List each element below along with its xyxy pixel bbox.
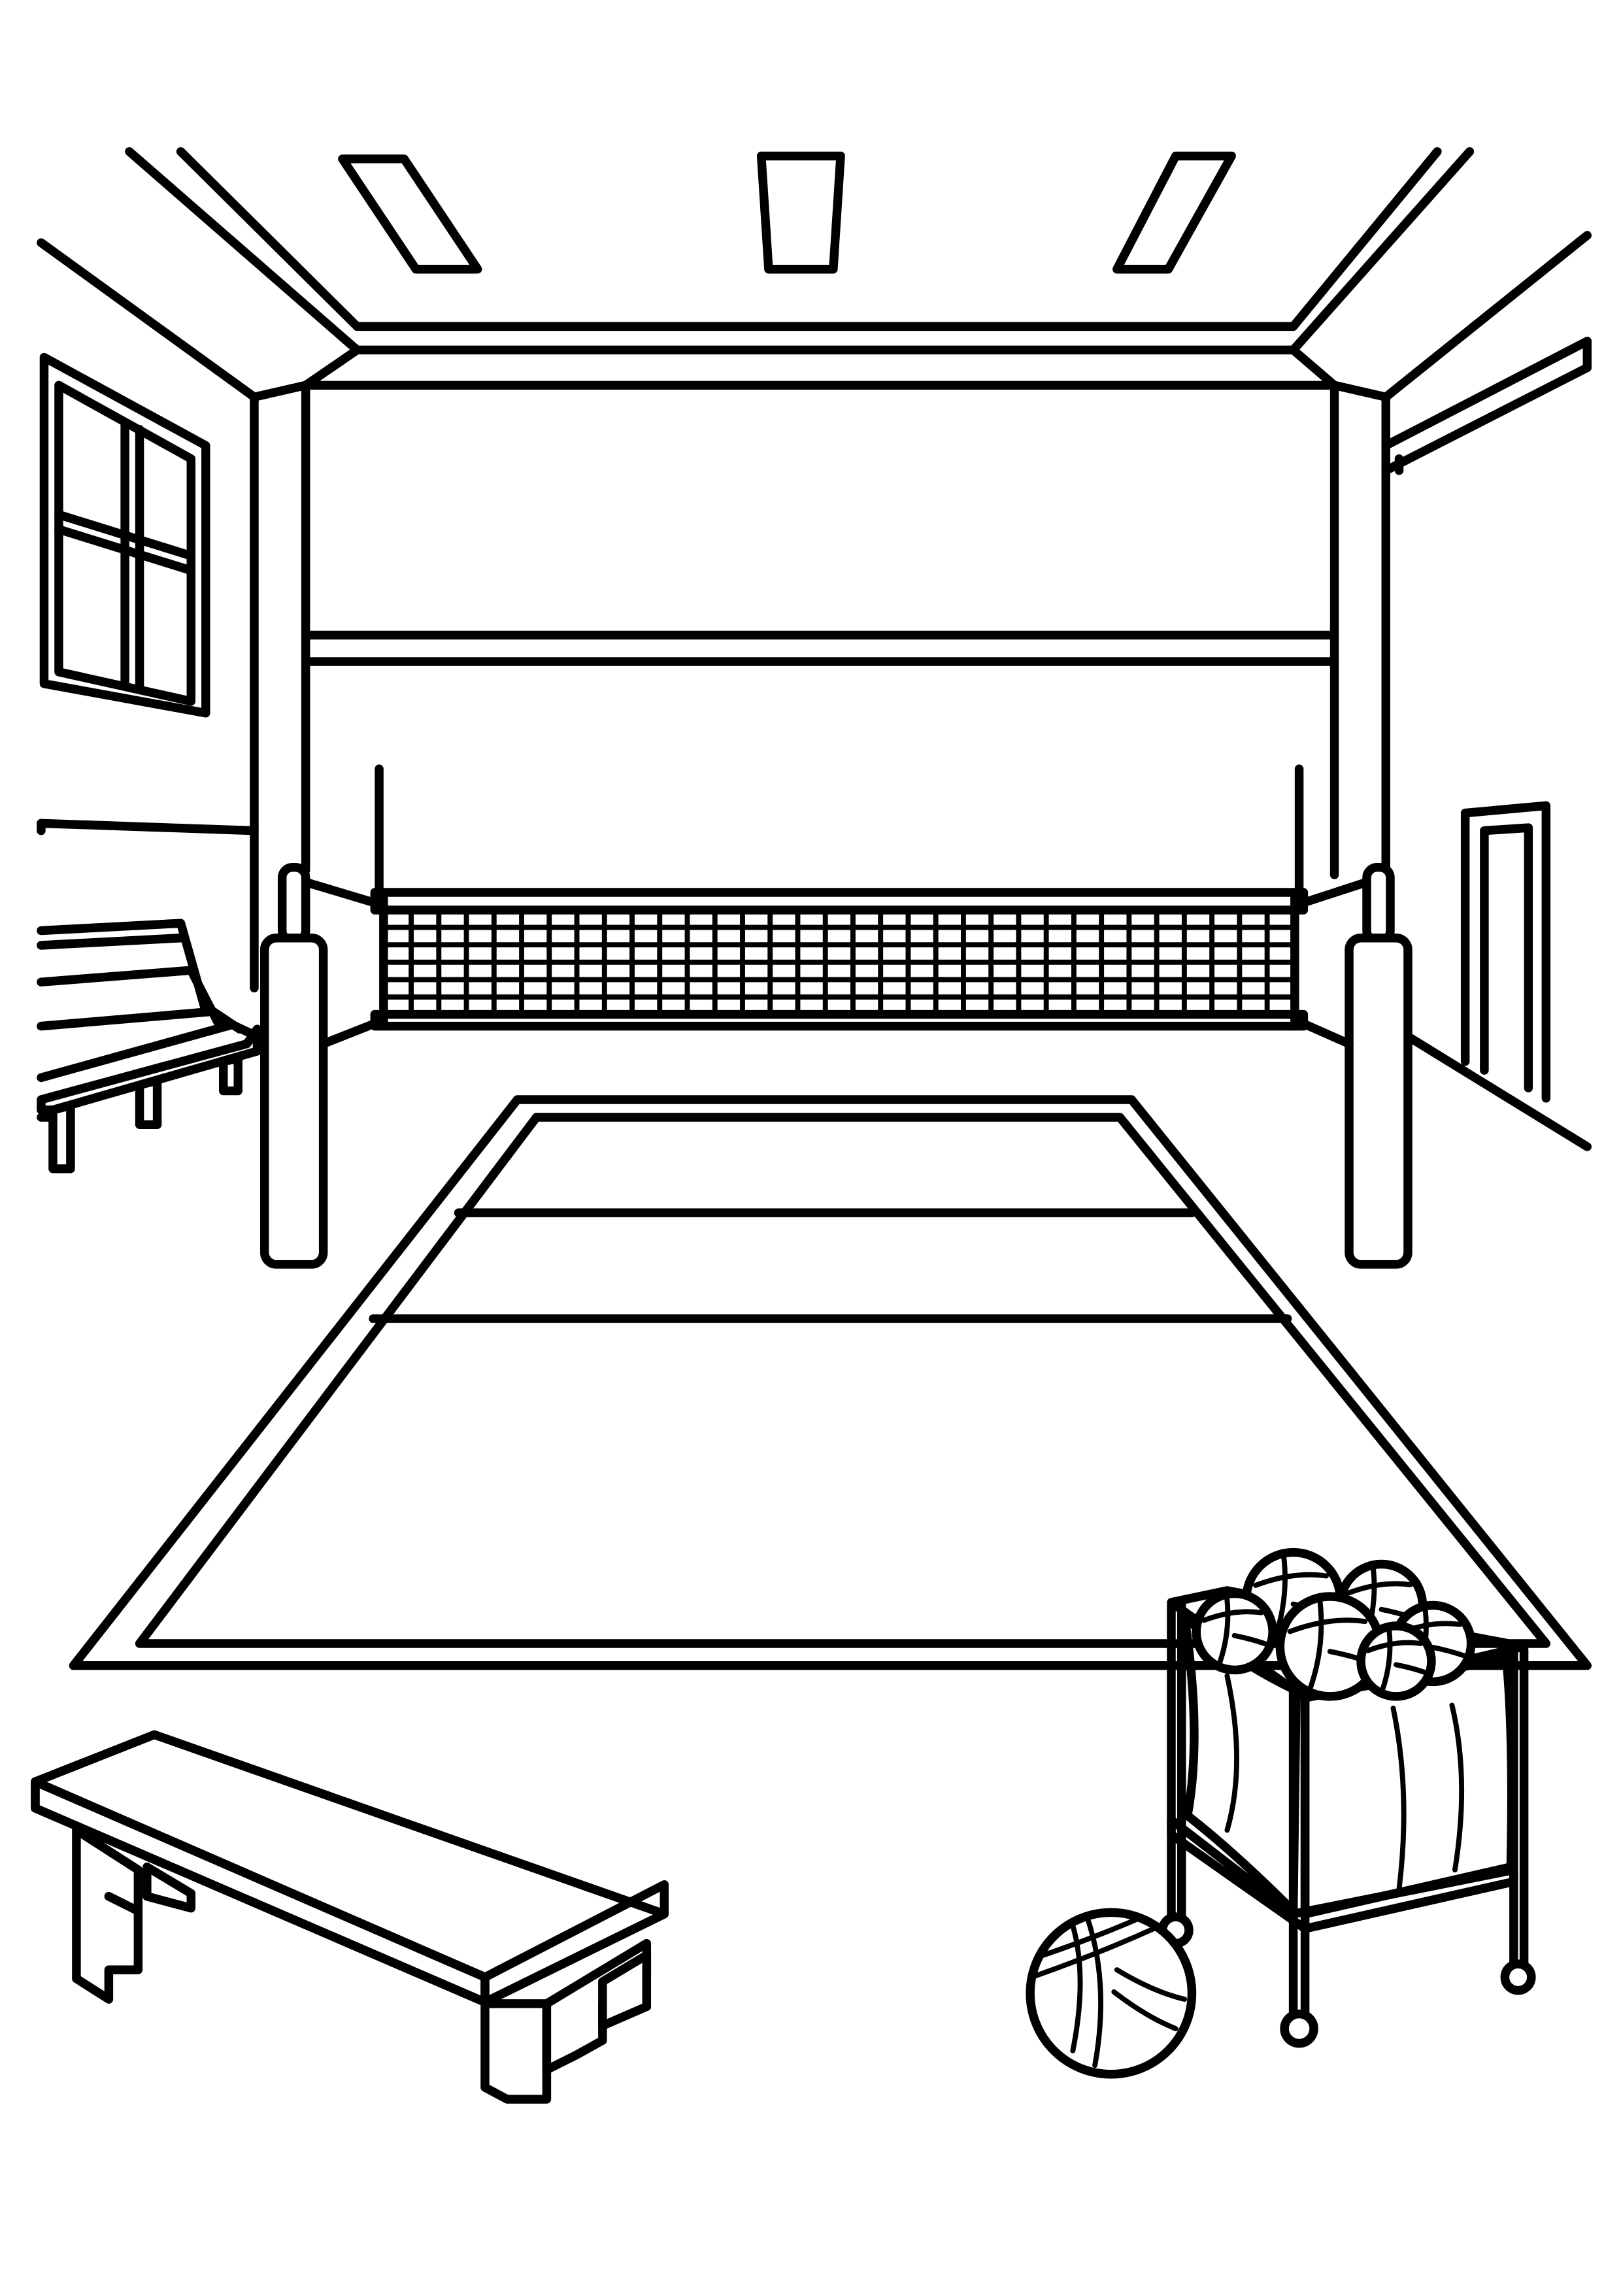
door [1460, 801, 1551, 1103]
volleyball-in-bin [1356, 1621, 1436, 1701]
volleyball-in-bin [1192, 1589, 1277, 1675]
ceiling [37, 147, 1592, 402]
ceiling-light-center [756, 151, 845, 274]
ceiling-light-left [338, 154, 482, 274]
net-mesh [380, 907, 1297, 1017]
bench [31, 1730, 669, 2104]
volleyball-on-floor [1026, 1908, 1197, 2079]
back-wall [301, 630, 1339, 666]
volleyball-court [69, 1095, 1592, 1670]
pillar-left [250, 380, 310, 875]
ceiling-light-right [1112, 151, 1236, 274]
right-wall [1381, 337, 1592, 1151]
pillar-right [1329, 380, 1390, 879]
ball-bin [1158, 1586, 1536, 2048]
net-pole-left [259, 764, 384, 1269]
window [39, 352, 210, 718]
bleachers [37, 919, 262, 1173]
volleyball-net [370, 888, 1309, 1031]
net-pole-right [1294, 764, 1412, 1269]
left-wall [37, 819, 259, 992]
balls-in-bin [1192, 1547, 1476, 1701]
